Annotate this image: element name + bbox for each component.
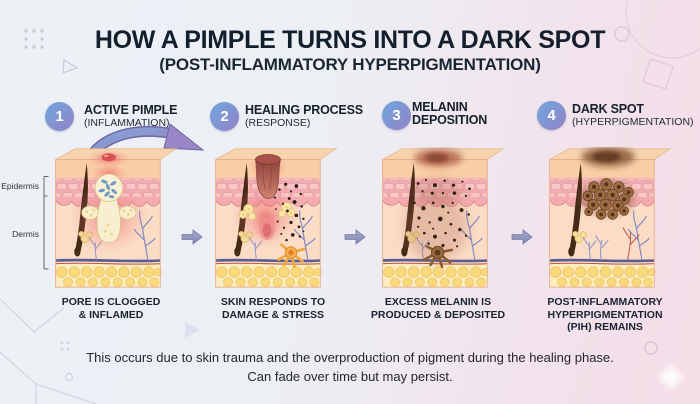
step-title-1: ACTIVE PIMPLE [84,103,178,117]
step-number-1: 1 [55,108,64,125]
step-number-4: 4 [547,107,556,124]
step-header-2: HEALING PROCESS (RESPONSE) [245,103,363,130]
caption-line: (PIH) REMAINS [567,321,643,333]
footer-note: This occurs due to skin trauma and the o… [0,349,700,386]
step-caption-4: POST-INFLAMMATORY HYPERPIGMENTATION (PIH… [520,296,690,334]
step-arrow-icon-3 [511,229,533,245]
page-title: HOW A PIMPLE TURNS INTO A DARK SPOT [94,26,606,54]
step-title-3: MELANIN DEPOSITION [412,100,488,127]
caption-line: PRODUCED & DEPOSITED [370,308,506,321]
caption-line: HYPERPIGMENTATION [547,308,663,321]
dermis-label: Dermis [12,229,39,239]
caption-line: PORE IS CLOGGED [61,296,161,308]
step-header-4: DARK SPOT (HYPERPIGMENTATION) [572,102,694,129]
step-title-4: DARK SPOT [572,102,644,116]
step-caption-1: PORE IS CLOGGED & INFLAMED [26,296,196,321]
step-header-1: ACTIVE PIMPLE (INFLAMMATION) [84,103,178,130]
skin-illustration-step-2 [214,147,338,289]
step-number-badge-4: 4 [537,101,566,130]
skin-illustration-step-4 [548,147,672,289]
step-header-3: MELANIN DEPOSITION [412,101,494,127]
caption-line: POST-INFLAMMATORY [547,296,663,308]
step-number-badge-2: 2 [210,102,239,131]
caption-line: & INFLAMED [78,308,144,321]
step-qualifier-4: (HYPERPIGMENTATION) [572,116,694,128]
skin-illustration-step-1 [54,147,178,289]
caption-line: SKIN RESPONDS TO [220,296,326,308]
step-number-badge-1: 1 [45,102,74,131]
play-triangle-icon [185,322,200,338]
skin-illustration-step-3 [381,147,505,289]
step-title-2: HEALING PROCESS [245,103,363,117]
step-arrow-icon-2 [344,229,366,245]
step-qualifier-2: (RESPONSE) [245,117,311,129]
step-number-2: 2 [220,108,229,125]
step-caption-3: EXCESS MELANIN IS PRODUCED & DEPOSITED [353,296,523,321]
hexagon-edge-icon [35,383,97,404]
step-number-badge-3: 3 [382,101,411,130]
caption-line: DAMAGE & STRESS [221,308,325,321]
step-arrow-icon-1 [181,229,203,245]
epidermis-label: Epidermis [1,181,39,191]
caption-line: EXCESS MELANIN IS [384,296,492,308]
step-caption-2: SKIN RESPONDS TO DAMAGE & STRESS [188,296,358,321]
footer-note-line2: Can fade over time but may persist. [247,368,453,384]
step-qualifier-1: (INFLAMMATION) [84,117,170,129]
footer-note-line1: This occurs due to skin trauma and the o… [86,350,614,365]
step-number-3: 3 [392,107,401,124]
page-subtitle: (POST-INFLAMMATORY HYPERPIGMENTATION) [159,55,541,74]
